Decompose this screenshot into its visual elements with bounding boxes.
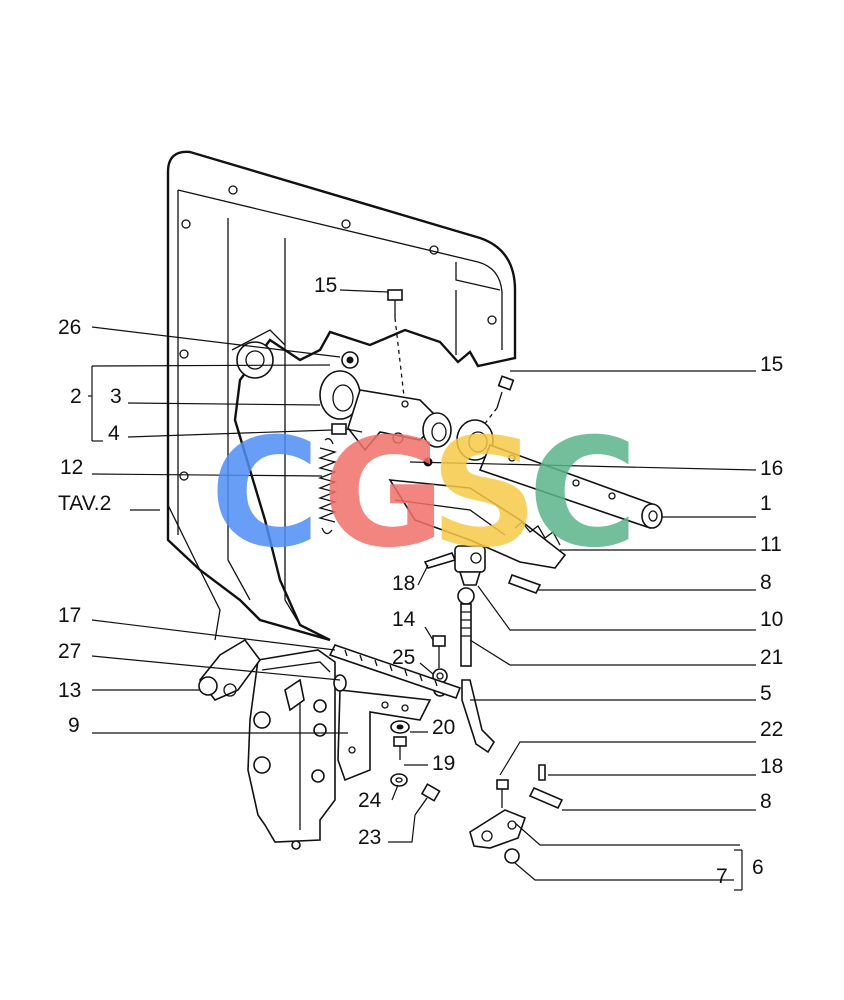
label-25: 25 [392,646,415,669]
callout-labels: 15 26 15 2 3 4 12 16 TAV.2 1 11 18 8 14 … [58,274,783,888]
label-20: 20 [432,716,455,739]
label-17: 17 [58,604,81,627]
nut-26 [341,351,359,369]
watermark: C G S C [210,407,638,581]
watermark-letter-s: S [430,407,538,581]
bolt-23 [414,783,441,816]
rod-5 [461,679,496,754]
label-24: 24 [358,789,382,812]
bushing-16 [456,419,494,461]
bolt-15-upper [387,289,403,318]
bolt-14 [432,635,446,668]
label-2: 2 [70,385,82,408]
label-22: 22 [760,718,783,741]
leader-lines [88,289,757,891]
label-11: 11 [760,533,782,556]
label-16: 16 [760,457,783,480]
label-5: 5 [760,682,772,705]
pin-8-lower [528,786,564,810]
label-4: 4 [108,422,120,445]
nut-27 [333,674,347,692]
watermark-letter-c1: C [210,407,320,581]
label-15-right: 15 [760,353,783,376]
label-21: 21 [760,646,783,669]
valve-block-9 [247,649,336,850]
label-13: 13 [58,679,81,702]
label-7: 7 [716,865,728,888]
nut-7 [504,848,520,864]
screw-22 [496,779,509,808]
bracket-plate [337,689,432,782]
label-6: 6 [752,856,764,879]
label-27: 27 [58,640,81,663]
screw-19 [393,736,407,760]
pin-8-upper [507,573,542,594]
label-19: 19 [432,752,455,775]
lever-bracket [319,370,452,467]
label-14: 14 [392,608,416,631]
lever-13 [198,638,261,701]
shaft-1 [478,443,663,530]
pin-18-lower [538,764,546,781]
rack-17 [328,644,462,700]
washer-24 [390,773,408,787]
label-8-lower: 8 [760,790,772,813]
label-10: 10 [760,608,783,631]
label-15-upper: 15 [314,274,337,297]
mounting-plate [166,150,517,642]
label-18-upper: 18 [392,572,415,595]
label-3: 3 [110,385,122,408]
label-8-upper: 8 [760,571,772,594]
clevis-10 [454,545,486,586]
rod-21 [457,587,475,667]
label-26: 26 [58,316,81,339]
screw-4 [331,423,363,435]
clevis-6 [469,809,527,849]
lever-arm-11 [388,479,567,569]
bolt-15-right [496,375,515,409]
washer-20 [390,720,410,734]
spring-12 [317,438,338,535]
label-9: 9 [68,714,80,737]
label-18-lower: 18 [760,755,783,778]
label-12: 12 [60,456,83,479]
watermark-letter-g: G [322,407,445,581]
label-tav2: TAV.2 [58,492,111,515]
label-1: 1 [760,492,772,515]
label-23: 23 [358,826,381,849]
watermark-letter-c2: C [528,407,638,581]
